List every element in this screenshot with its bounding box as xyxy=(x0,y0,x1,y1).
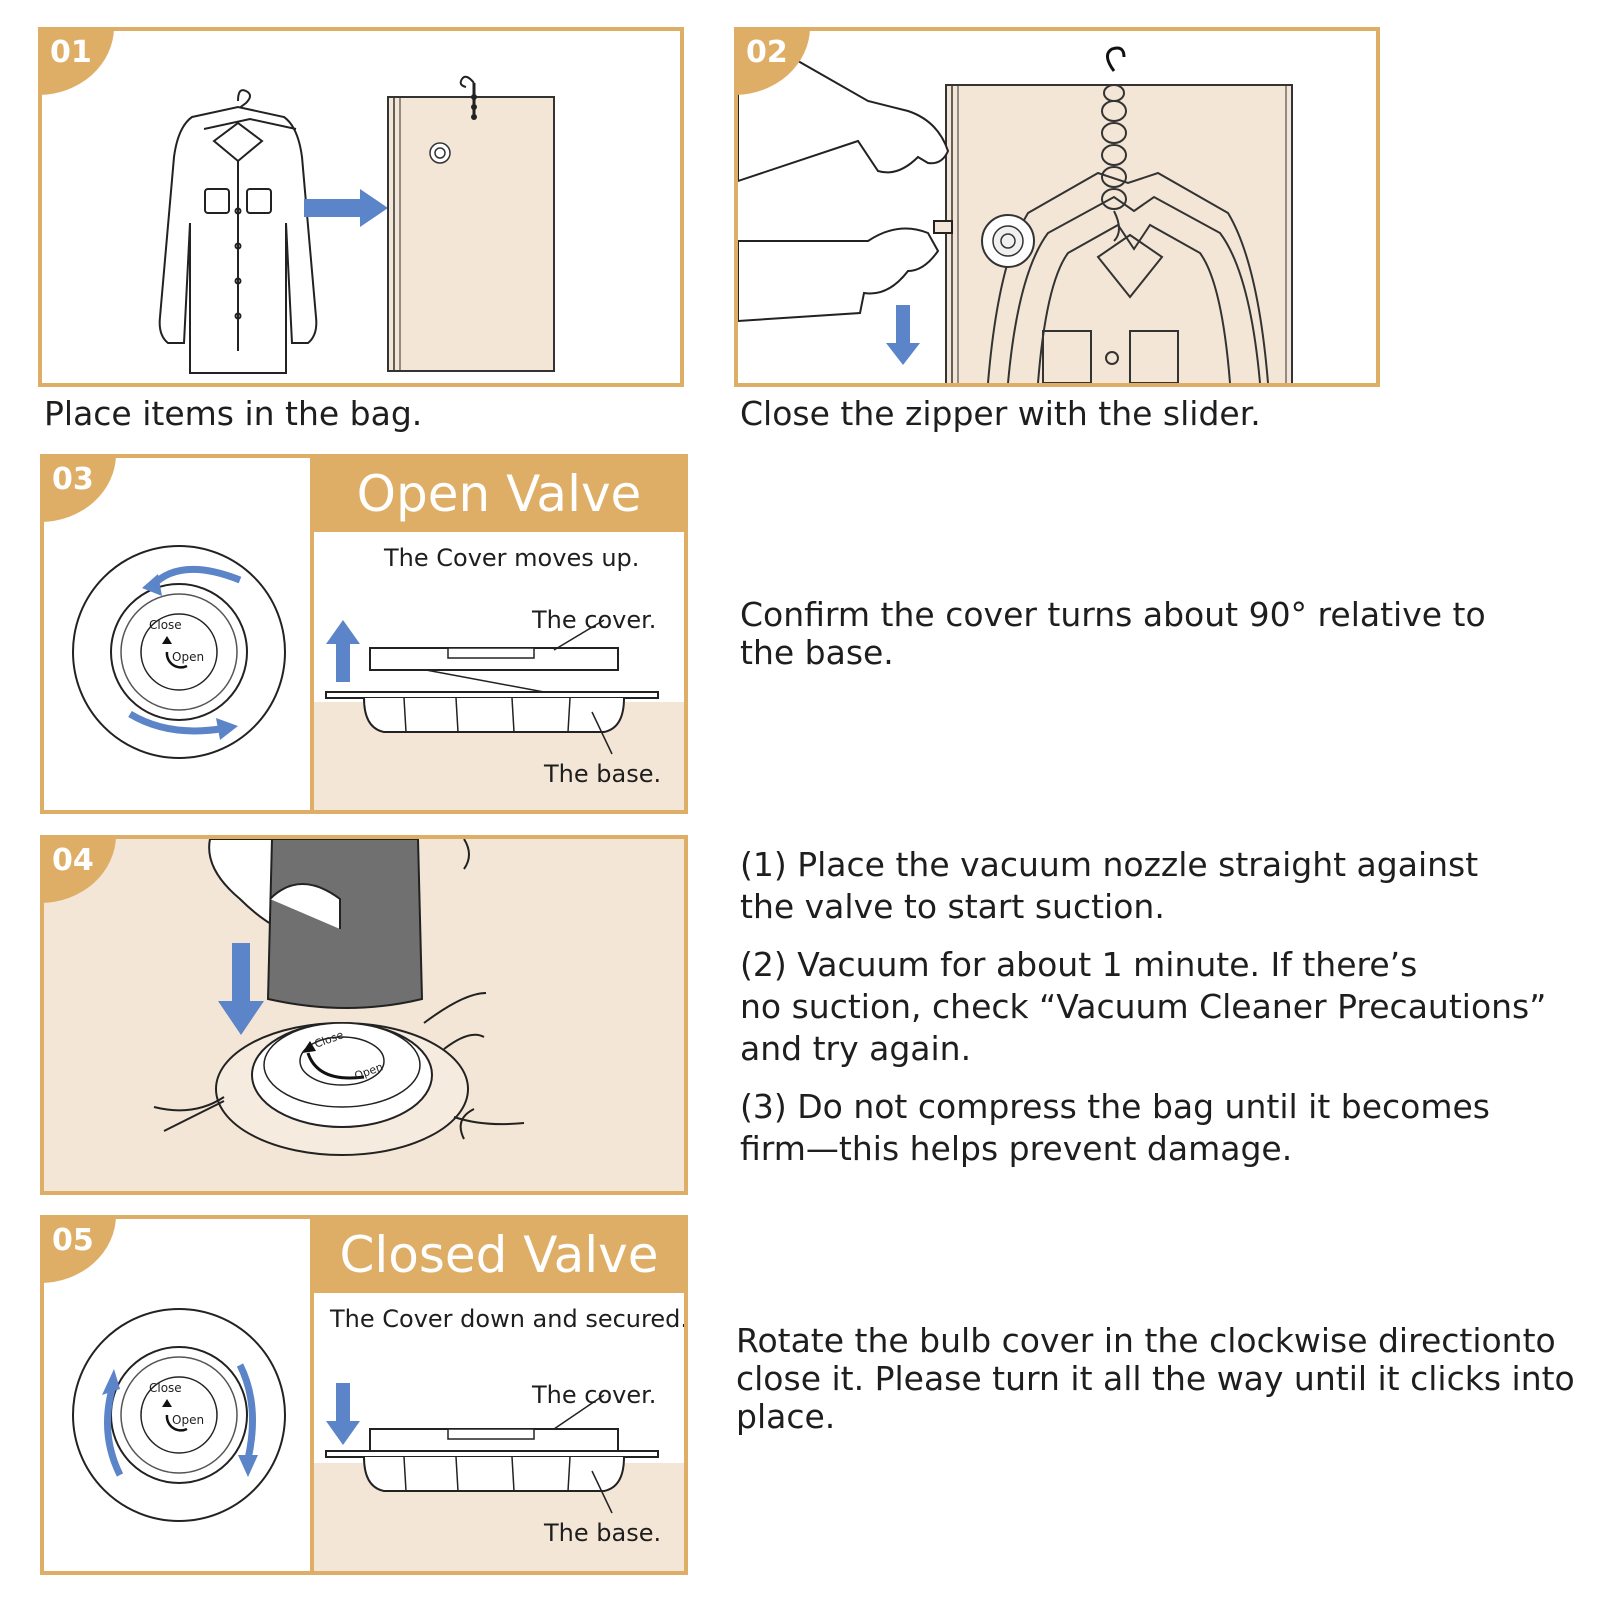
valve-icon xyxy=(981,214,1035,268)
right-arrow-icon xyxy=(304,189,388,227)
step-number-badge: 04 xyxy=(44,839,116,903)
cover-label: The cover. xyxy=(532,606,657,634)
closed-valve-header: Closed Valve xyxy=(314,1219,684,1293)
step-number-badge: 01 xyxy=(42,31,114,95)
dial-open-label: Open xyxy=(172,1413,205,1427)
panel-divider xyxy=(310,458,314,810)
text-line: and try again. xyxy=(740,1029,972,1068)
step-03-text: Confirm the cover turns about 90° relati… xyxy=(740,596,1486,672)
valve-side-background xyxy=(314,1463,684,1571)
step-02-panel: 02 xyxy=(734,27,1380,387)
text-line: Rotate the bulb cover in the clockwise d… xyxy=(736,1321,1556,1360)
valve-side-background xyxy=(314,702,684,810)
step-03-panel: 03 Open Valve The Cover moves up. Close … xyxy=(40,454,688,814)
coat-icon xyxy=(158,89,318,374)
vacuum-nozzle-icon xyxy=(266,839,424,1009)
step-number-badge: 03 xyxy=(44,458,116,522)
hand-icon xyxy=(738,59,953,323)
closed-dial-illustration xyxy=(72,1308,286,1522)
step-01-panel: 01 xyxy=(38,27,684,387)
dial-open-label: Open xyxy=(172,650,205,664)
down-arrow-icon xyxy=(326,1383,360,1445)
text-line: Confirm the cover turns about 90° relati… xyxy=(740,595,1486,634)
dial-close-label: Close xyxy=(149,618,182,632)
text-line: no suction, check “Vacuum Cleaner Precau… xyxy=(740,987,1547,1026)
text-line: the base. xyxy=(740,633,894,672)
text-line: (3) Do not compress the bag until it bec… xyxy=(740,1087,1490,1126)
open-valve-header: Open Valve xyxy=(314,458,684,532)
down-arrow-icon xyxy=(218,943,264,1035)
step-04-panel: 04 Close xyxy=(40,835,688,1195)
step-01-caption: Place items in the bag. xyxy=(44,394,423,433)
vacuum-bag-icon xyxy=(387,75,555,372)
panel-divider xyxy=(310,1219,314,1571)
text-line: close it. Please turn it all the way unt… xyxy=(736,1359,1575,1398)
step-02-illustration xyxy=(738,46,1293,383)
step-04-text: (1) Place the vacuum nozzle straight aga… xyxy=(740,844,1546,1170)
step-04-illustration xyxy=(153,839,525,1156)
step-05-text: Rotate the bulb cover in the clockwise d… xyxy=(736,1322,1575,1436)
base-label: The base. xyxy=(544,760,662,788)
open-dial-illustration xyxy=(72,545,286,759)
cover-down-label: The Cover down and secured. xyxy=(330,1305,688,1333)
step-05-panel: 05 Closed Valve The Cover down and secur… xyxy=(40,1215,688,1575)
dial-close-label: Close xyxy=(149,1381,182,1395)
cover-moves-up-label: The Cover moves up. xyxy=(384,544,640,572)
text-line: the valve to start suction. xyxy=(740,887,1165,926)
cover-label: The cover. xyxy=(532,1381,657,1409)
hanger-chain-icon xyxy=(1101,46,1127,242)
step-02-caption: Close the zipper with the slider. xyxy=(740,394,1261,433)
suction-lines xyxy=(153,992,525,1140)
text-line: (2) Vacuum for about 1 minute. If there’… xyxy=(740,945,1418,984)
jackets-icon xyxy=(987,171,1269,383)
up-arrow-icon xyxy=(326,620,360,682)
text-line: firm—this helps prevent damage. xyxy=(740,1129,1293,1168)
down-arrow-icon xyxy=(886,305,920,365)
text-line: place. xyxy=(736,1397,836,1436)
step-01-illustration xyxy=(158,75,555,374)
base-label: The base. xyxy=(544,1519,662,1547)
text-line: (1) Place the vacuum nozzle straight aga… xyxy=(740,845,1479,884)
